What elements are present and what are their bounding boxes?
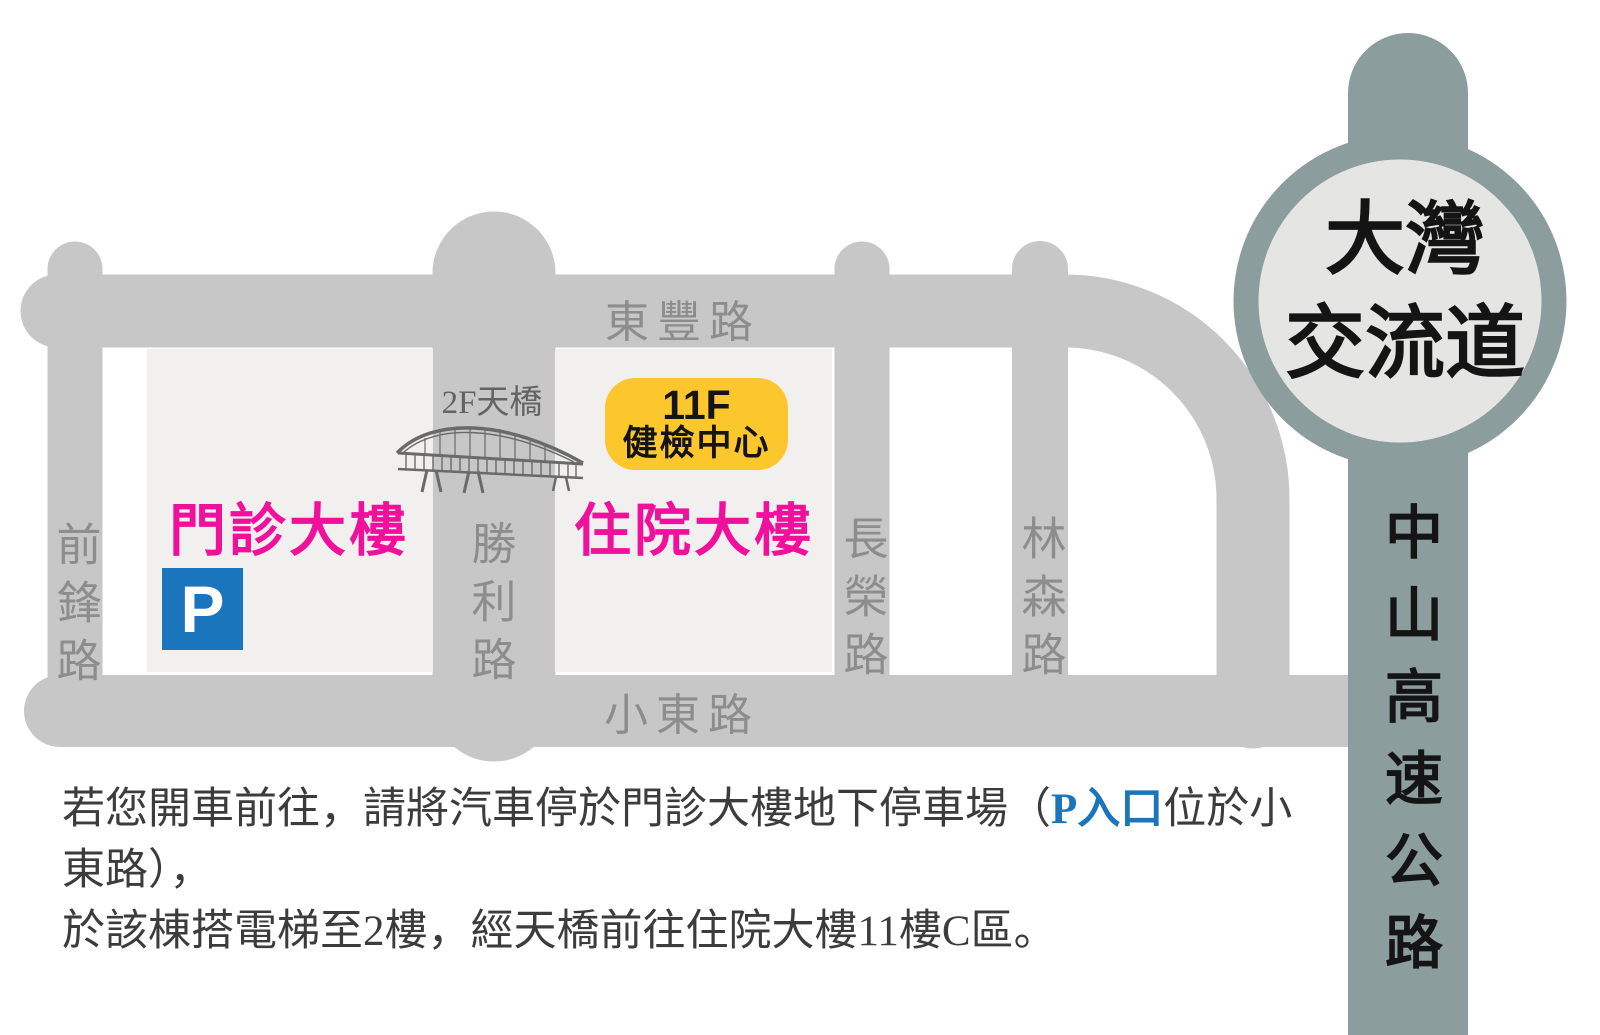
skybridge-illustration	[395, 426, 584, 494]
note-line1-pre: 若您開車前往，請將汽車停於門診大樓地下停車場（	[62, 786, 1051, 833]
driving-instructions-line2: 於該棟搭電梯至2樓，經天橋前往住院大樓11樓C區。	[62, 908, 1057, 955]
driving-instructions: 若您開車前往，請將汽車停於門診大樓地下停車場（P入口位於小東路）， 於該棟搭電梯…	[62, 779, 1302, 962]
parking-icon: P	[162, 568, 243, 650]
road-label-xiaodong: 小東路	[604, 691, 760, 740]
road-label-qianfeng: 前鋒路	[49, 521, 100, 695]
outpatient-building-label: 門診大樓	[169, 499, 409, 563]
interchange-circle	[1233, 134, 1567, 468]
note-line1-post: 位於小東路），	[62, 786, 1293, 894]
road-dongfeng-and-ramp-shape	[20, 274, 1290, 749]
interchange-label-line1: 大灣	[1325, 197, 1485, 285]
highway-label: 中山高速公路	[1376, 502, 1441, 994]
checkup-center-floor: 11F	[662, 382, 731, 428]
skybridge-label: 2F天橋	[441, 385, 543, 421]
road-label-shengli: 勝利路	[464, 520, 515, 694]
interchange-label-line2: 交流道	[1285, 301, 1525, 389]
road-label-changrong: 長榮路	[836, 515, 887, 689]
road-label-dongfeng: 東豐路	[605, 298, 761, 347]
checkup-center-badge: 11F 健檢中心	[605, 378, 788, 470]
interchange-label: 大灣 交流道	[1285, 189, 1525, 397]
inpatient-building-label: 住院大樓	[574, 499, 814, 563]
road-label-linsen: 林森路	[1014, 515, 1065, 689]
checkup-center-name: 健檢中心	[622, 424, 771, 463]
note-parking-entrance-highlight: P入口	[1051, 786, 1164, 833]
driving-instructions-line1: 若您開車前往，請將汽車停於門診大樓地下停車場（P入口位於小東路），	[62, 779, 1302, 901]
